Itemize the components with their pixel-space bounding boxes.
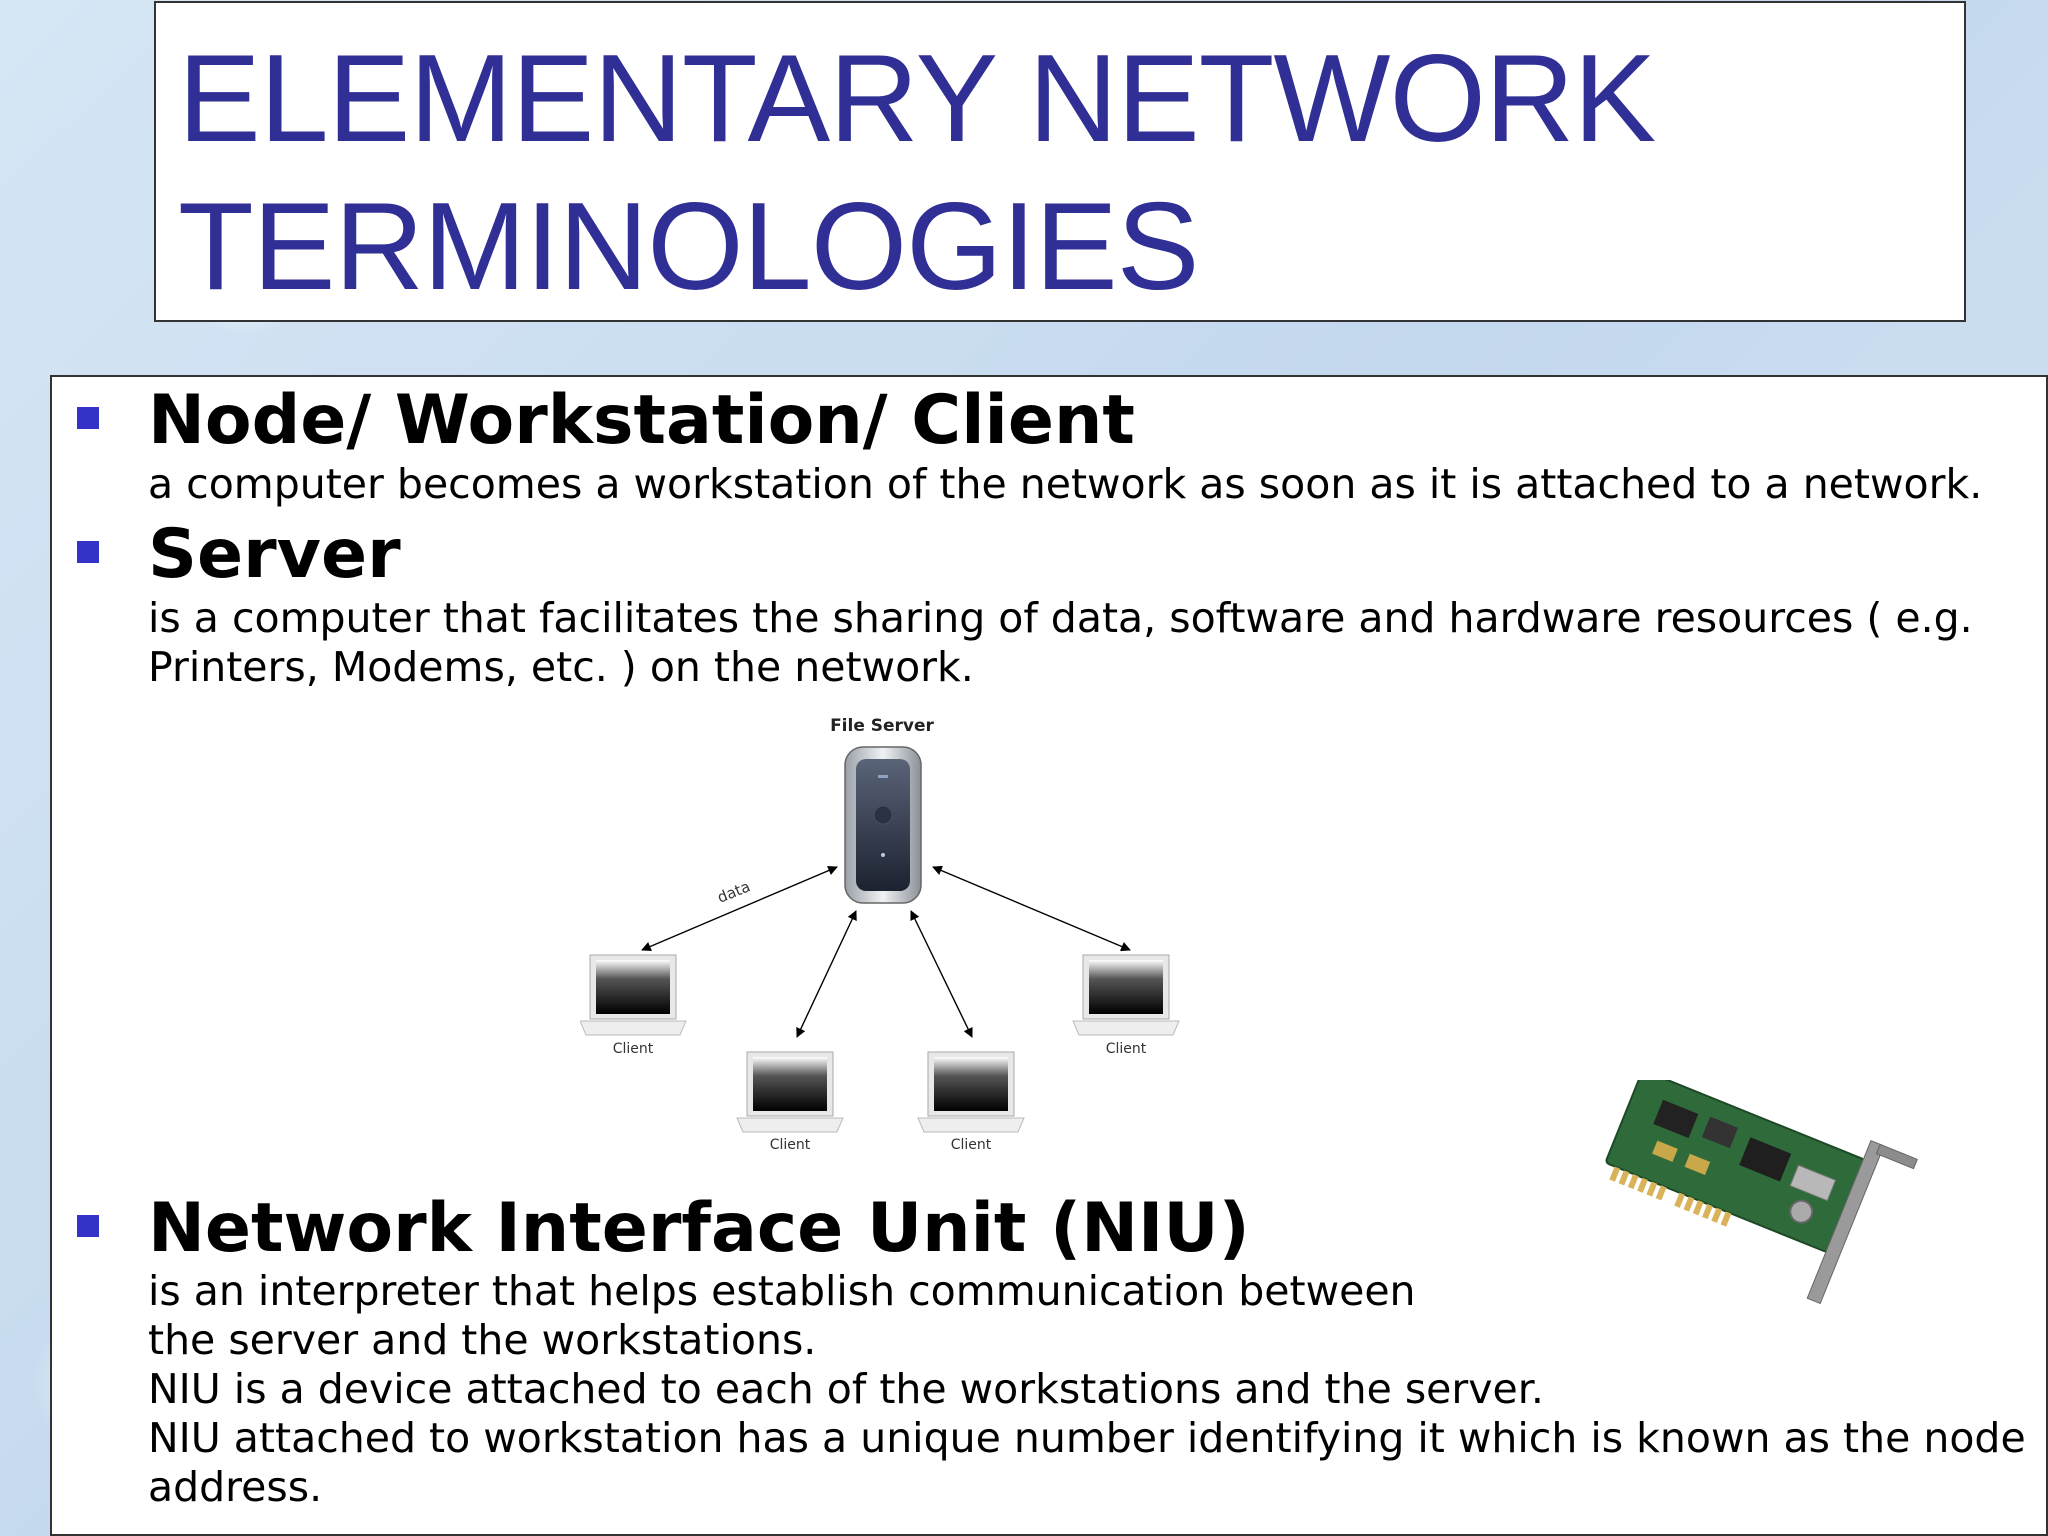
bullet-square-icon bbox=[77, 1215, 99, 1237]
slide-title-line-1: ELEMENTARY NETWORK bbox=[178, 30, 1656, 168]
server-label: File Server bbox=[830, 716, 934, 736]
description-line: address. bbox=[148, 1463, 323, 1511]
client-laptop-icon bbox=[580, 954, 687, 1036]
bullet-square-icon bbox=[77, 541, 99, 563]
term-heading-node: Node/ Workstation/ Client bbox=[148, 381, 1135, 460]
content-box bbox=[50, 375, 2048, 1536]
file-server-icon bbox=[844, 746, 922, 904]
term-description-server: is a computer that facilitates the shari… bbox=[148, 594, 1973, 692]
description-line: a computer becomes a workstation of the … bbox=[148, 460, 1983, 508]
term-heading-server: Server bbox=[148, 515, 401, 594]
term-heading-niu: Network Interface Unit (NIU) bbox=[148, 1189, 1250, 1268]
diagram-arrows bbox=[641, 865, 1131, 1038]
client-server-diagram: File Server data Client Client Client Cl bbox=[580, 716, 1180, 1153]
bullet-square-icon bbox=[77, 407, 99, 429]
network-interface-card-image bbox=[1605, 1080, 1918, 1305]
client-laptop-icon bbox=[1072, 954, 1180, 1036]
data-arrow-label: data bbox=[715, 877, 753, 906]
term-description-niu: is an interpreter that helps establish c… bbox=[148, 1267, 2026, 1512]
description-line: the server and the workstations. bbox=[148, 1316, 817, 1364]
client-laptop-icon bbox=[736, 1051, 844, 1133]
client-laptop-icon bbox=[917, 1051, 1025, 1133]
description-line: Printers, Modems, etc. ) on the network. bbox=[148, 643, 974, 691]
client-label: Client bbox=[951, 1137, 992, 1153]
term-description-node: a computer becomes a workstation of the … bbox=[148, 460, 1982, 509]
client-label: Client bbox=[1106, 1041, 1147, 1057]
slide-title: ELEMENTARY NETWORK TERMINOLOGIES bbox=[178, 25, 1656, 321]
title-box: ELEMENTARY NETWORK TERMINOLOGIES bbox=[154, 1, 1966, 322]
description-line: NIU is a device attached to each of the … bbox=[148, 1365, 1544, 1413]
client-label: Client bbox=[770, 1137, 811, 1153]
description-line: NIU attached to workstation has a unique… bbox=[148, 1414, 2026, 1462]
client-label: Client bbox=[613, 1041, 654, 1057]
description-line: is an interpreter that helps establish c… bbox=[148, 1267, 1416, 1315]
slide-title-line-2: TERMINOLOGIES bbox=[178, 178, 1199, 316]
description-line: is a computer that facilitates the shari… bbox=[148, 594, 1973, 642]
